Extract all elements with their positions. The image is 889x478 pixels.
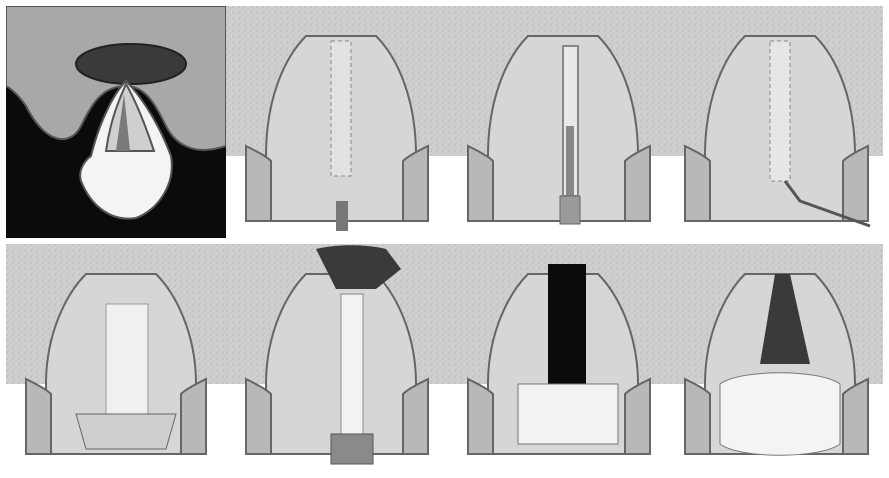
post-marker [336, 201, 348, 231]
post-head [331, 434, 373, 464]
panel-2 [226, 6, 448, 238]
panel-3-drawing [448, 6, 670, 238]
panel-1-drawing [6, 6, 226, 238]
panel-7 [448, 244, 670, 472]
gum-left [685, 379, 710, 454]
gum-right [625, 146, 650, 221]
canal [770, 41, 790, 181]
panel-1 [6, 6, 226, 238]
lesion [76, 44, 186, 84]
gum-left [468, 379, 493, 454]
panel-5-drawing [6, 244, 226, 472]
gum-left [685, 146, 710, 221]
panel-7-drawing [448, 244, 670, 472]
panel-5 [6, 244, 226, 472]
gum-left [26, 379, 51, 454]
drill [566, 126, 574, 196]
gum-left [246, 146, 271, 221]
panel-6 [226, 244, 448, 472]
final-crown [720, 373, 840, 456]
drill-shank [560, 196, 580, 224]
gum-right [403, 379, 428, 454]
gum-right [843, 146, 868, 221]
threaded-post [341, 294, 363, 434]
gum-left [468, 146, 493, 221]
panel-6-drawing [226, 244, 448, 472]
panel-4 [670, 6, 883, 238]
gum-right [181, 379, 206, 454]
panel-3 [448, 6, 670, 238]
panel-8-drawing [670, 244, 883, 472]
gum-right [843, 379, 868, 454]
panel-4-drawing [670, 6, 883, 238]
prepared-canal [106, 304, 148, 414]
panel-2-drawing [226, 6, 448, 238]
gum-left [246, 379, 271, 454]
core [76, 414, 176, 449]
gum-right [625, 379, 650, 454]
panel-8 [670, 244, 883, 472]
crown-base [518, 384, 618, 444]
gum-right [403, 146, 428, 221]
cement [548, 264, 586, 384]
canal [331, 41, 351, 176]
